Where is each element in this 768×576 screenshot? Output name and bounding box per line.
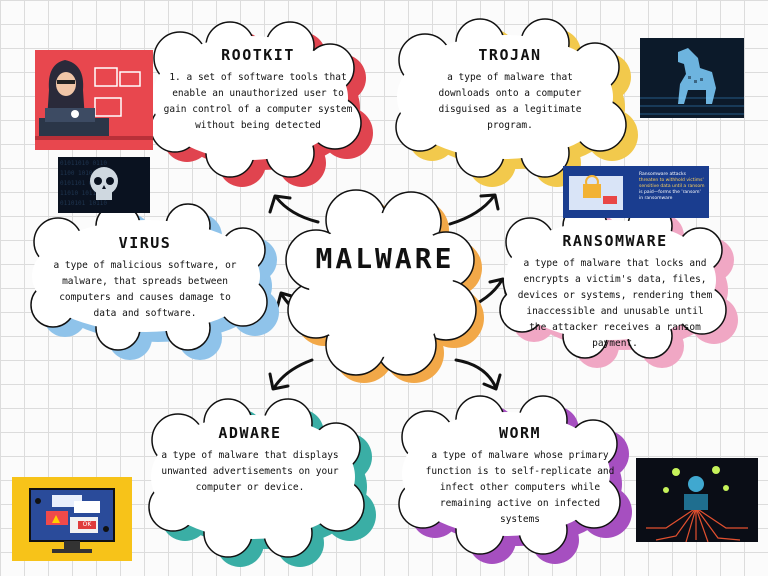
rootkit-text: ROOTKIT 1. a set of software tools that … [158, 46, 358, 134]
skull-image: 01011010 0110 1100 10101101 0101101 0110… [58, 157, 150, 213]
center-cloud [285, 189, 486, 390]
worm-title: WORM [498, 424, 542, 442]
hacker-image [35, 50, 153, 150]
rootkit-cloud [150, 21, 373, 187]
rootkit-title: ROOTKIT [221, 46, 295, 64]
ransomware-image: Ransomware attacks threaten to withhold … [563, 166, 709, 218]
worm-text: WORM a type of malware whose primary fun… [420, 424, 620, 528]
rootkit-list-marker: 1. [169, 72, 181, 83]
adware-desc: a type of malware that displays unwanted… [161, 450, 339, 493]
worm-circuit-image [636, 458, 758, 542]
adware-cloud [148, 398, 376, 567]
ransomware-text: RANSOMWARE a type of malware that locks … [515, 232, 715, 352]
ransomware-desc: a type of malware that locks and encrypt… [517, 258, 713, 349]
trojan-text: TROJAN a type of malware that downloads … [420, 46, 600, 134]
rootkit-desc: 1. a set of software tools that enable a… [158, 70, 358, 134]
ransom-caption-line4: is paid—forms the 'ransom' [639, 190, 701, 195]
ransom-caption-line3: sensitive data until a ransom [639, 184, 705, 189]
center-title: MALWARE [315, 242, 455, 275]
rootkit-desc-text: a set of software tools that enable an u… [163, 72, 353, 131]
virus-cloud [28, 203, 279, 360]
ransomware-image-caption: Ransomware attacks threaten to withhold … [639, 172, 707, 202]
svg-text:0110101 10110: 0110101 10110 [60, 200, 107, 207]
ransom-caption-line2: threaten to withhold victims' [639, 178, 704, 183]
arrow-head-worm [482, 373, 502, 391]
ransom-caption-line5: in ransomware [639, 196, 673, 201]
svg-text:11010 1011010: 11010 1011010 [60, 190, 107, 197]
virus-text: VIRUS a type of malicious software, or m… [50, 234, 240, 322]
trojan-title: TROJAN [478, 46, 542, 64]
virus-desc: a type of malicious software, or malware… [53, 260, 237, 319]
svg-text:1100 10101101: 1100 10101101 [60, 170, 107, 177]
svg-text:0101101 01101: 0101101 01101 [60, 180, 107, 187]
svg-text:01011010 0110: 01011010 0110 [60, 160, 107, 167]
worm-cloud [398, 395, 632, 564]
trojan-horse-image [640, 38, 744, 118]
adware-title: ADWARE [218, 424, 282, 442]
adware-text: ADWARE a type of malware that displays u… [160, 424, 340, 496]
virus-title: VIRUS [118, 234, 172, 252]
ransomware-cloud [499, 203, 738, 368]
ransomware-title: RANSOMWARE [562, 232, 668, 250]
adware-image: OK [12, 477, 132, 561]
worm-desc: a type of malware whose primary function… [425, 450, 615, 525]
adware-image-badge: OK [78, 521, 96, 529]
trojan-desc: a type of malware that downloads onto a … [438, 72, 582, 131]
ransom-caption-line1: Ransomware attacks [639, 172, 686, 177]
